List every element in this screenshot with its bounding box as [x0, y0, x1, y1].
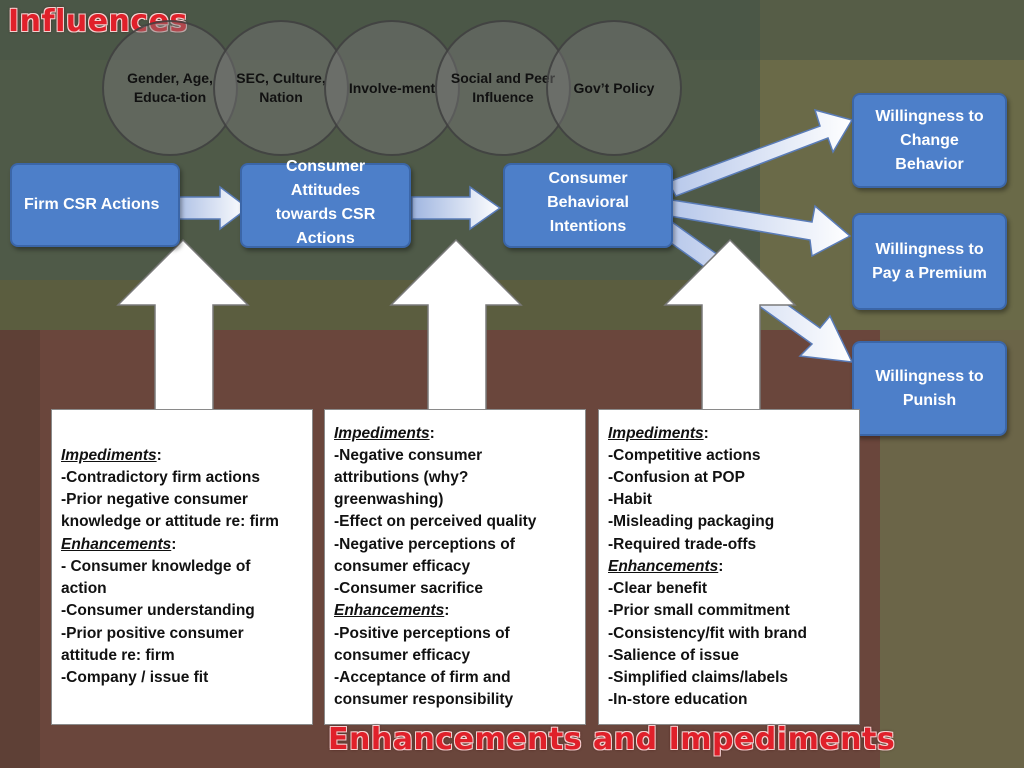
- up-arrow-3: [663, 238, 797, 411]
- enhancement-item: -Simplified claims/labels: [608, 668, 789, 686]
- outcome-label: Willingness to Punish: [875, 367, 984, 409]
- enhancement-item: -Consumer understanding: [61, 602, 255, 620]
- behavioral-intentions-label: Consumer Behavioral Intentions: [547, 169, 629, 235]
- impediment-item: -Confusion at POP: [608, 469, 745, 487]
- enhancement-item: -Company / issue fit: [61, 668, 209, 686]
- influence-circle-policy: Gov’t Policy: [546, 20, 682, 156]
- outcome-label: Willingness to Pay a Premium: [872, 240, 987, 282]
- arrow-attitudes-to-intentions: [411, 185, 502, 231]
- consumer-attitudes-box: Consumer Attitudes towards CSR Actions: [240, 158, 411, 248]
- arrow-to-change-behavior: [666, 108, 854, 197]
- enhancement-item: -In-store education: [608, 691, 748, 709]
- enhancement-item: -Prior positive consumer attitude re: fi…: [61, 624, 244, 664]
- outcome-change-behavior-box: Willingness to Change Behavior: [852, 93, 1007, 188]
- influence-circle-label: Gov’t Policy: [573, 79, 655, 96]
- influence-circle-label: Social and Peer Influence: [450, 70, 556, 105]
- impediment-item: -Effect on perceived quality: [334, 513, 537, 531]
- up-arrow-2: [389, 238, 523, 411]
- factors-panel-intentions: Impediments: -Negative consumer attribut…: [324, 409, 586, 725]
- outcome-punish-box: Willingness to Punish: [852, 341, 1007, 436]
- influence-circle-label: Gender, Age, Educa-tion: [127, 70, 213, 105]
- outcome-pay-premium-box: Willingness to Pay a Premium: [852, 213, 1007, 310]
- enhancements-heading: Enhancements: [61, 535, 172, 553]
- impediments-heading: Impediments: [61, 446, 157, 464]
- impediment-item: -Habit: [608, 491, 652, 509]
- enhancement-item: - Consumer knowledge of action: [61, 557, 251, 598]
- impediment-item: -Prior negative consumer knowledge or at…: [61, 491, 279, 531]
- enhancement-item: -Consistency/fit with brand: [608, 624, 807, 642]
- impediment-item: -Negative consumer attributions (why? gr…: [334, 446, 483, 509]
- enhancement-item: -Positive perceptions of consumer effica…: [334, 624, 510, 664]
- enhancement-item: -Prior small commitment: [608, 602, 790, 620]
- enhancements-heading: Enhancements: [608, 557, 719, 575]
- consumer-attitudes-label: Consumer Attitudes towards CSR Actions: [275, 157, 376, 247]
- firm-csr-actions-label: Firm CSR Actions: [24, 196, 160, 213]
- firm-csr-actions-box: Firm CSR Actions: [10, 163, 180, 247]
- enhancements-impediments-title: Enhancements and Impediments: [328, 722, 896, 757]
- impediments-heading: Impediments: [334, 424, 430, 442]
- impediment-item: -Consumer sacrifice: [334, 580, 484, 598]
- impediment-item: -Contradictory firm actions: [61, 469, 260, 487]
- impediment-item: -Negative perceptions of consumer effica…: [334, 535, 515, 575]
- enhancement-item: -Clear benefit: [608, 580, 708, 598]
- influence-circle-label: SEC, Culture, Nation: [236, 70, 326, 105]
- impediment-item: -Misleading packaging: [608, 513, 775, 531]
- up-arrow-1: [116, 238, 250, 411]
- factors-panel-attitudes: Impediments: -Contradictory firm actions…: [51, 409, 313, 725]
- outcome-label: Willingness to Change Behavior: [875, 107, 984, 173]
- influence-circle-label: Involve-ment: [348, 79, 436, 96]
- arrow-to-pay-premium: [669, 199, 852, 258]
- impediment-item: -Competitive actions: [608, 446, 761, 464]
- enhancement-item: -Salience of issue: [608, 646, 739, 664]
- impediments-heading: Impediments: [608, 424, 704, 442]
- behavioral-intentions-box: Consumer Behavioral Intentions: [503, 163, 673, 248]
- factors-panel-outcomes: Impediments: -Competitive actions -Confu…: [598, 409, 860, 725]
- enhancements-heading: Enhancements: [334, 602, 445, 620]
- enhancement-item: -Acceptance of firm and consumer respons…: [334, 668, 514, 709]
- impediment-item: -Required trade-offs: [608, 535, 757, 553]
